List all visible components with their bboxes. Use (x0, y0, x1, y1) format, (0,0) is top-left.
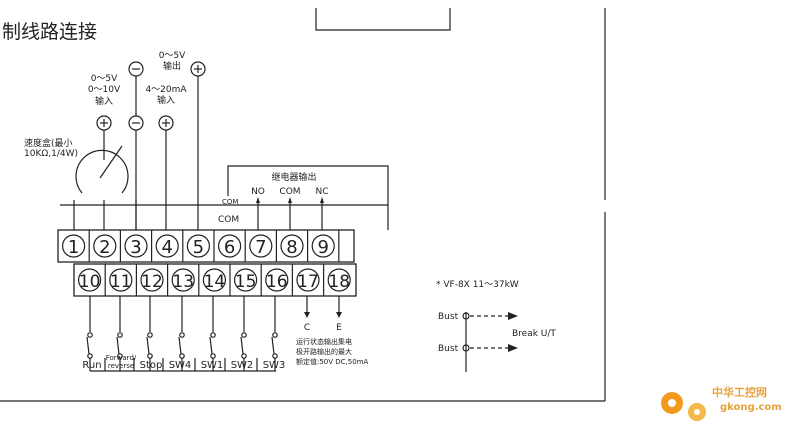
switch-contact (87, 332, 93, 338)
switch-3-lever (178, 336, 182, 355)
switch-contact (117, 332, 123, 338)
terminal-18: 18 (328, 272, 350, 292)
terminal-17: 17 (297, 272, 319, 292)
terminal-12: 12 (141, 272, 163, 292)
terminal-9: 9 (317, 237, 328, 258)
switch-row: Run Forward/reverse Stop SW4 SW1 SW2 SW3 (82, 296, 285, 371)
switch-label-5: SW2 (231, 360, 254, 371)
label-in-05v-2: 0～10V (88, 85, 121, 95)
switch-label-3: SW4 (169, 360, 192, 371)
switch-6-lever (271, 336, 275, 355)
arrow-icon (508, 312, 518, 320)
label-in-05v-1: 0～5V (91, 74, 118, 84)
label-collector-note-2: 极开路输出的最大 (296, 347, 352, 356)
terminal-2: 2 (99, 237, 110, 258)
terminal-18-ring (327, 268, 351, 292)
label-break-ut: Break U/T (512, 329, 556, 339)
terminal-1-ring (61, 234, 86, 258)
switch-0-lever (86, 336, 90, 355)
switch-label-2: Stop (140, 360, 163, 371)
top-box (315, 8, 451, 31)
label-collector-note-1: 运行状态输出集电 (296, 337, 352, 346)
watermark-name: 中华工控网 (712, 385, 767, 399)
switch-label-1: Forward/ (106, 354, 137, 362)
switch-contact (241, 332, 247, 338)
label-relay-com: COM (279, 187, 300, 197)
terminal-5-ring (186, 234, 210, 258)
terminal-15: 15 (235, 272, 257, 292)
watermark-url: gkong.com (720, 402, 782, 413)
label-in-4-20-2: 输入 (157, 94, 175, 106)
terminal-6-ring (218, 234, 242, 258)
terminal-10-ring (77, 268, 102, 292)
terminal-15-ring (234, 268, 258, 292)
terminal-17-ring (296, 268, 320, 292)
terminal-14-ring (202, 268, 226, 292)
terminal-2-ring (93, 234, 117, 258)
terminal-13-ring (171, 268, 195, 292)
terminal-16: 16 (266, 272, 288, 292)
terminal-14: 14 (204, 272, 226, 292)
terminal-block-bottom: 10 11 12 13 14 15 16 17 18 (73, 263, 357, 297)
switch-1-lever (116, 336, 120, 355)
label-bust-1: Bust (438, 312, 459, 322)
terminal-11: 11 (110, 272, 132, 292)
label-bust-2: Bust (438, 344, 459, 354)
switch-5-lever (240, 336, 244, 355)
terminal-8-ring (280, 234, 304, 258)
diagram-title: 制线路连接 (2, 21, 97, 43)
label-com-top: COM (222, 198, 238, 206)
label-collector-c: C (304, 323, 310, 333)
terminal-13: 13 (172, 272, 194, 292)
switch-label-1-b: reverse (108, 362, 134, 370)
polarity-circles (96, 61, 206, 131)
label-out-05v-2: 输出 (163, 60, 181, 72)
terminal-7: 7 (255, 237, 266, 258)
switch-label-0: Run (82, 360, 101, 371)
terminal-10: 10 (79, 272, 101, 292)
arrow-icon (508, 344, 518, 352)
switch-2-lever (146, 336, 150, 355)
switch-label-6: SW3 (263, 360, 286, 371)
relay-box (227, 165, 389, 230)
label-out-05v-1: 0～5V (159, 51, 186, 61)
terminal-4-ring (155, 234, 179, 258)
terminal-1: 1 (68, 237, 79, 258)
terminal-6: 6 (224, 237, 235, 258)
label-collector-e: E (336, 323, 342, 333)
switch-4-lever (209, 336, 213, 355)
terminal-5: 5 (193, 237, 204, 258)
label-com-bar: COM (218, 215, 239, 225)
label-collector-note-3: 额定值:50V DC,50mA (296, 357, 369, 366)
terminal-9-ring (311, 234, 335, 258)
terminal-4: 4 (161, 237, 172, 258)
label-vf-model: * VF-8X 11～37kW (436, 280, 519, 290)
label-speed-box-2: 10KΩ,1/4W) (24, 149, 78, 159)
label-speed-box-1: 速度盒(最小 (24, 137, 73, 149)
switch-contact (179, 332, 185, 338)
label-relay-no: NO (251, 187, 265, 197)
label-in-05v-3: 输入 (95, 95, 113, 107)
switch-contact (272, 332, 278, 338)
terminal-3-ring (124, 234, 148, 258)
terminal-11-ring (109, 268, 133, 292)
terminal-8: 8 (286, 237, 297, 258)
label-relay-output: 继电器输出 (271, 171, 316, 183)
terminal-7-ring (249, 234, 273, 258)
terminal-12-ring (140, 268, 164, 292)
terminal-16-ring (265, 268, 289, 292)
watermark-logo: 中华工控网 gkong.com (661, 385, 782, 421)
speed-potentiometer (73, 145, 137, 230)
terminal-3: 3 (130, 237, 141, 258)
switch-label-4: SW1 (201, 360, 224, 371)
label-relay-nc: NC (315, 187, 328, 197)
switch-contact (210, 332, 216, 338)
switch-contact (147, 332, 153, 338)
label-in-4-20-1: 4～20mA (145, 85, 187, 95)
